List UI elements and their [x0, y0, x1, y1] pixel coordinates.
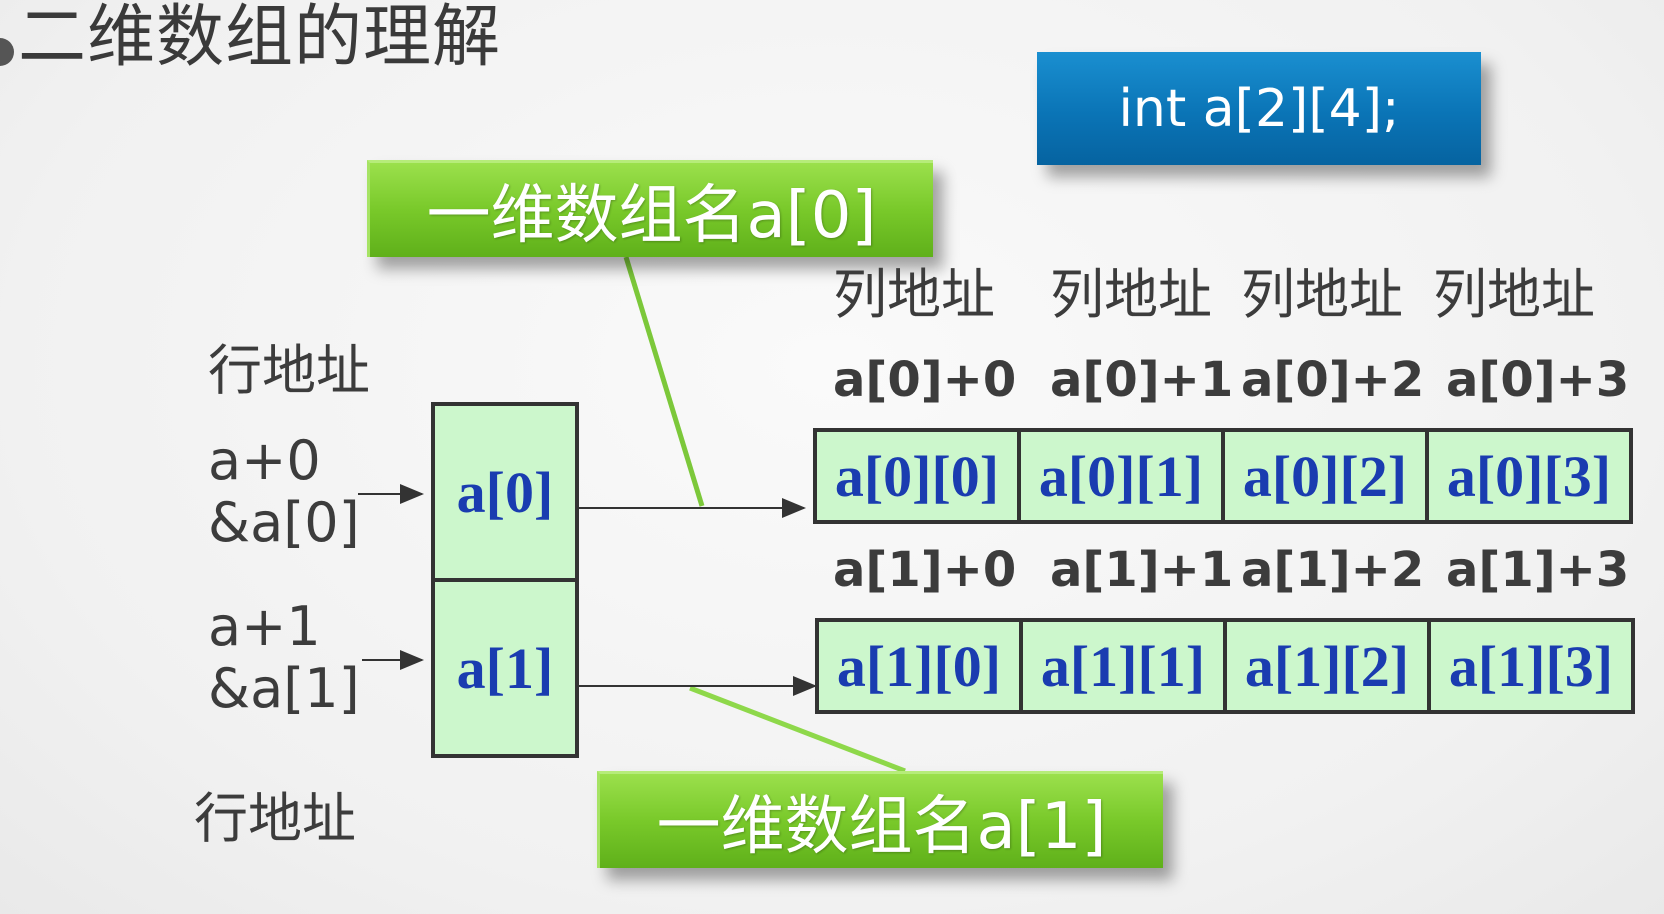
- row1-address-1: a[1]+1: [1050, 542, 1234, 598]
- row-pointer-0-line1: a+0: [208, 429, 321, 492]
- label-subarray-a1: 一维数组名a[1]: [597, 771, 1163, 868]
- array-cell-0-2: a[0][2]: [1221, 428, 1429, 524]
- row-address-label-top: 行地址: [208, 339, 370, 402]
- array-cell-0-3: a[0][3]: [1425, 428, 1633, 524]
- label-subarray-a0: 一维数组名a[0]: [367, 160, 933, 257]
- row1-address-3: a[1]+3: [1446, 542, 1630, 598]
- page-title: 二维数组的理解: [18, 0, 502, 77]
- row-address-label-bottom: 行地址: [194, 787, 356, 850]
- title-bullet: [0, 38, 14, 66]
- array-cell-0-0: a[0][0]: [813, 428, 1021, 524]
- pointer-line-a0: [623, 256, 705, 507]
- row-pointer-0-line2: &a[0]: [208, 491, 360, 554]
- col-header-0: 列地址: [833, 263, 995, 326]
- row0-address-2: a[0]+2: [1241, 352, 1425, 408]
- col-header-2: 列地址: [1241, 263, 1403, 326]
- array-cell-1-0: a[1][0]: [815, 618, 1023, 714]
- col-header-1: 列地址: [1050, 263, 1212, 326]
- array-cell-1-1: a[1][1]: [1019, 618, 1227, 714]
- row0-address-0: a[0]+0: [833, 352, 1017, 408]
- array-cell-1-3: a[1][3]: [1427, 618, 1635, 714]
- array-cell-0-1: a[0][1]: [1017, 428, 1225, 524]
- row0-address-1: a[0]+1: [1050, 352, 1234, 408]
- row1-address-0: a[1]+0: [833, 542, 1017, 598]
- row-pointer-1-line1: a+1: [208, 595, 321, 658]
- array-cell-1-2: a[1][2]: [1223, 618, 1431, 714]
- row0-address-3: a[0]+3: [1446, 352, 1630, 408]
- col-header-3: 列地址: [1433, 263, 1595, 326]
- row-box-a0: a[0]: [431, 402, 579, 582]
- row-box-a1: a[1]: [431, 578, 579, 758]
- row-pointer-1-line2: &a[1]: [208, 657, 360, 720]
- pointer-line-a1: [689, 685, 906, 774]
- row1-address-2: a[1]+2: [1241, 542, 1425, 598]
- declaration-box: int a[2][4];: [1037, 52, 1481, 165]
